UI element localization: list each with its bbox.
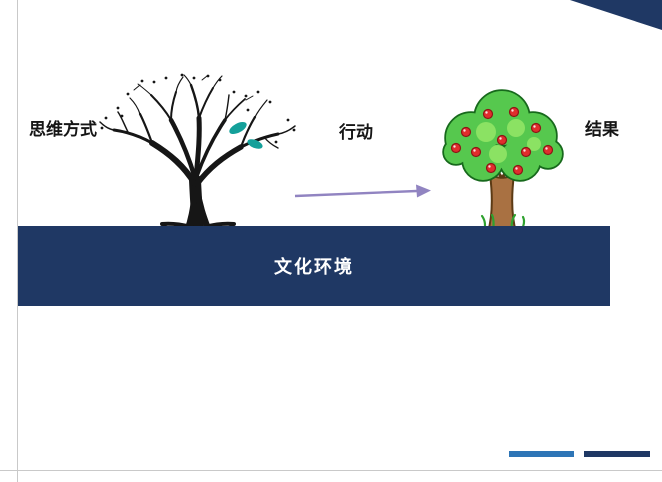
mindset-label: 思维方式 xyxy=(29,120,97,139)
footer-bar-blue xyxy=(509,451,574,457)
culture-label: 文化环境 xyxy=(274,257,354,277)
result-label: 结果 xyxy=(585,120,619,139)
slide-left-border xyxy=(17,0,18,482)
bare-tree-twig-dots xyxy=(100,73,296,144)
bare-tree-icon xyxy=(99,73,296,234)
fruit-tree-icon xyxy=(442,89,564,235)
bare-tree-branches xyxy=(99,74,296,234)
action-label: 行动 xyxy=(339,123,373,142)
footer-bar-navy xyxy=(584,451,650,457)
slide-bottom-border xyxy=(0,470,662,471)
arrow-right-icon xyxy=(294,184,431,198)
culture-bar: 文化环境 xyxy=(18,226,610,306)
corner-decoration xyxy=(570,0,662,30)
apples xyxy=(450,106,554,176)
teal-leaf-icon xyxy=(229,121,263,149)
